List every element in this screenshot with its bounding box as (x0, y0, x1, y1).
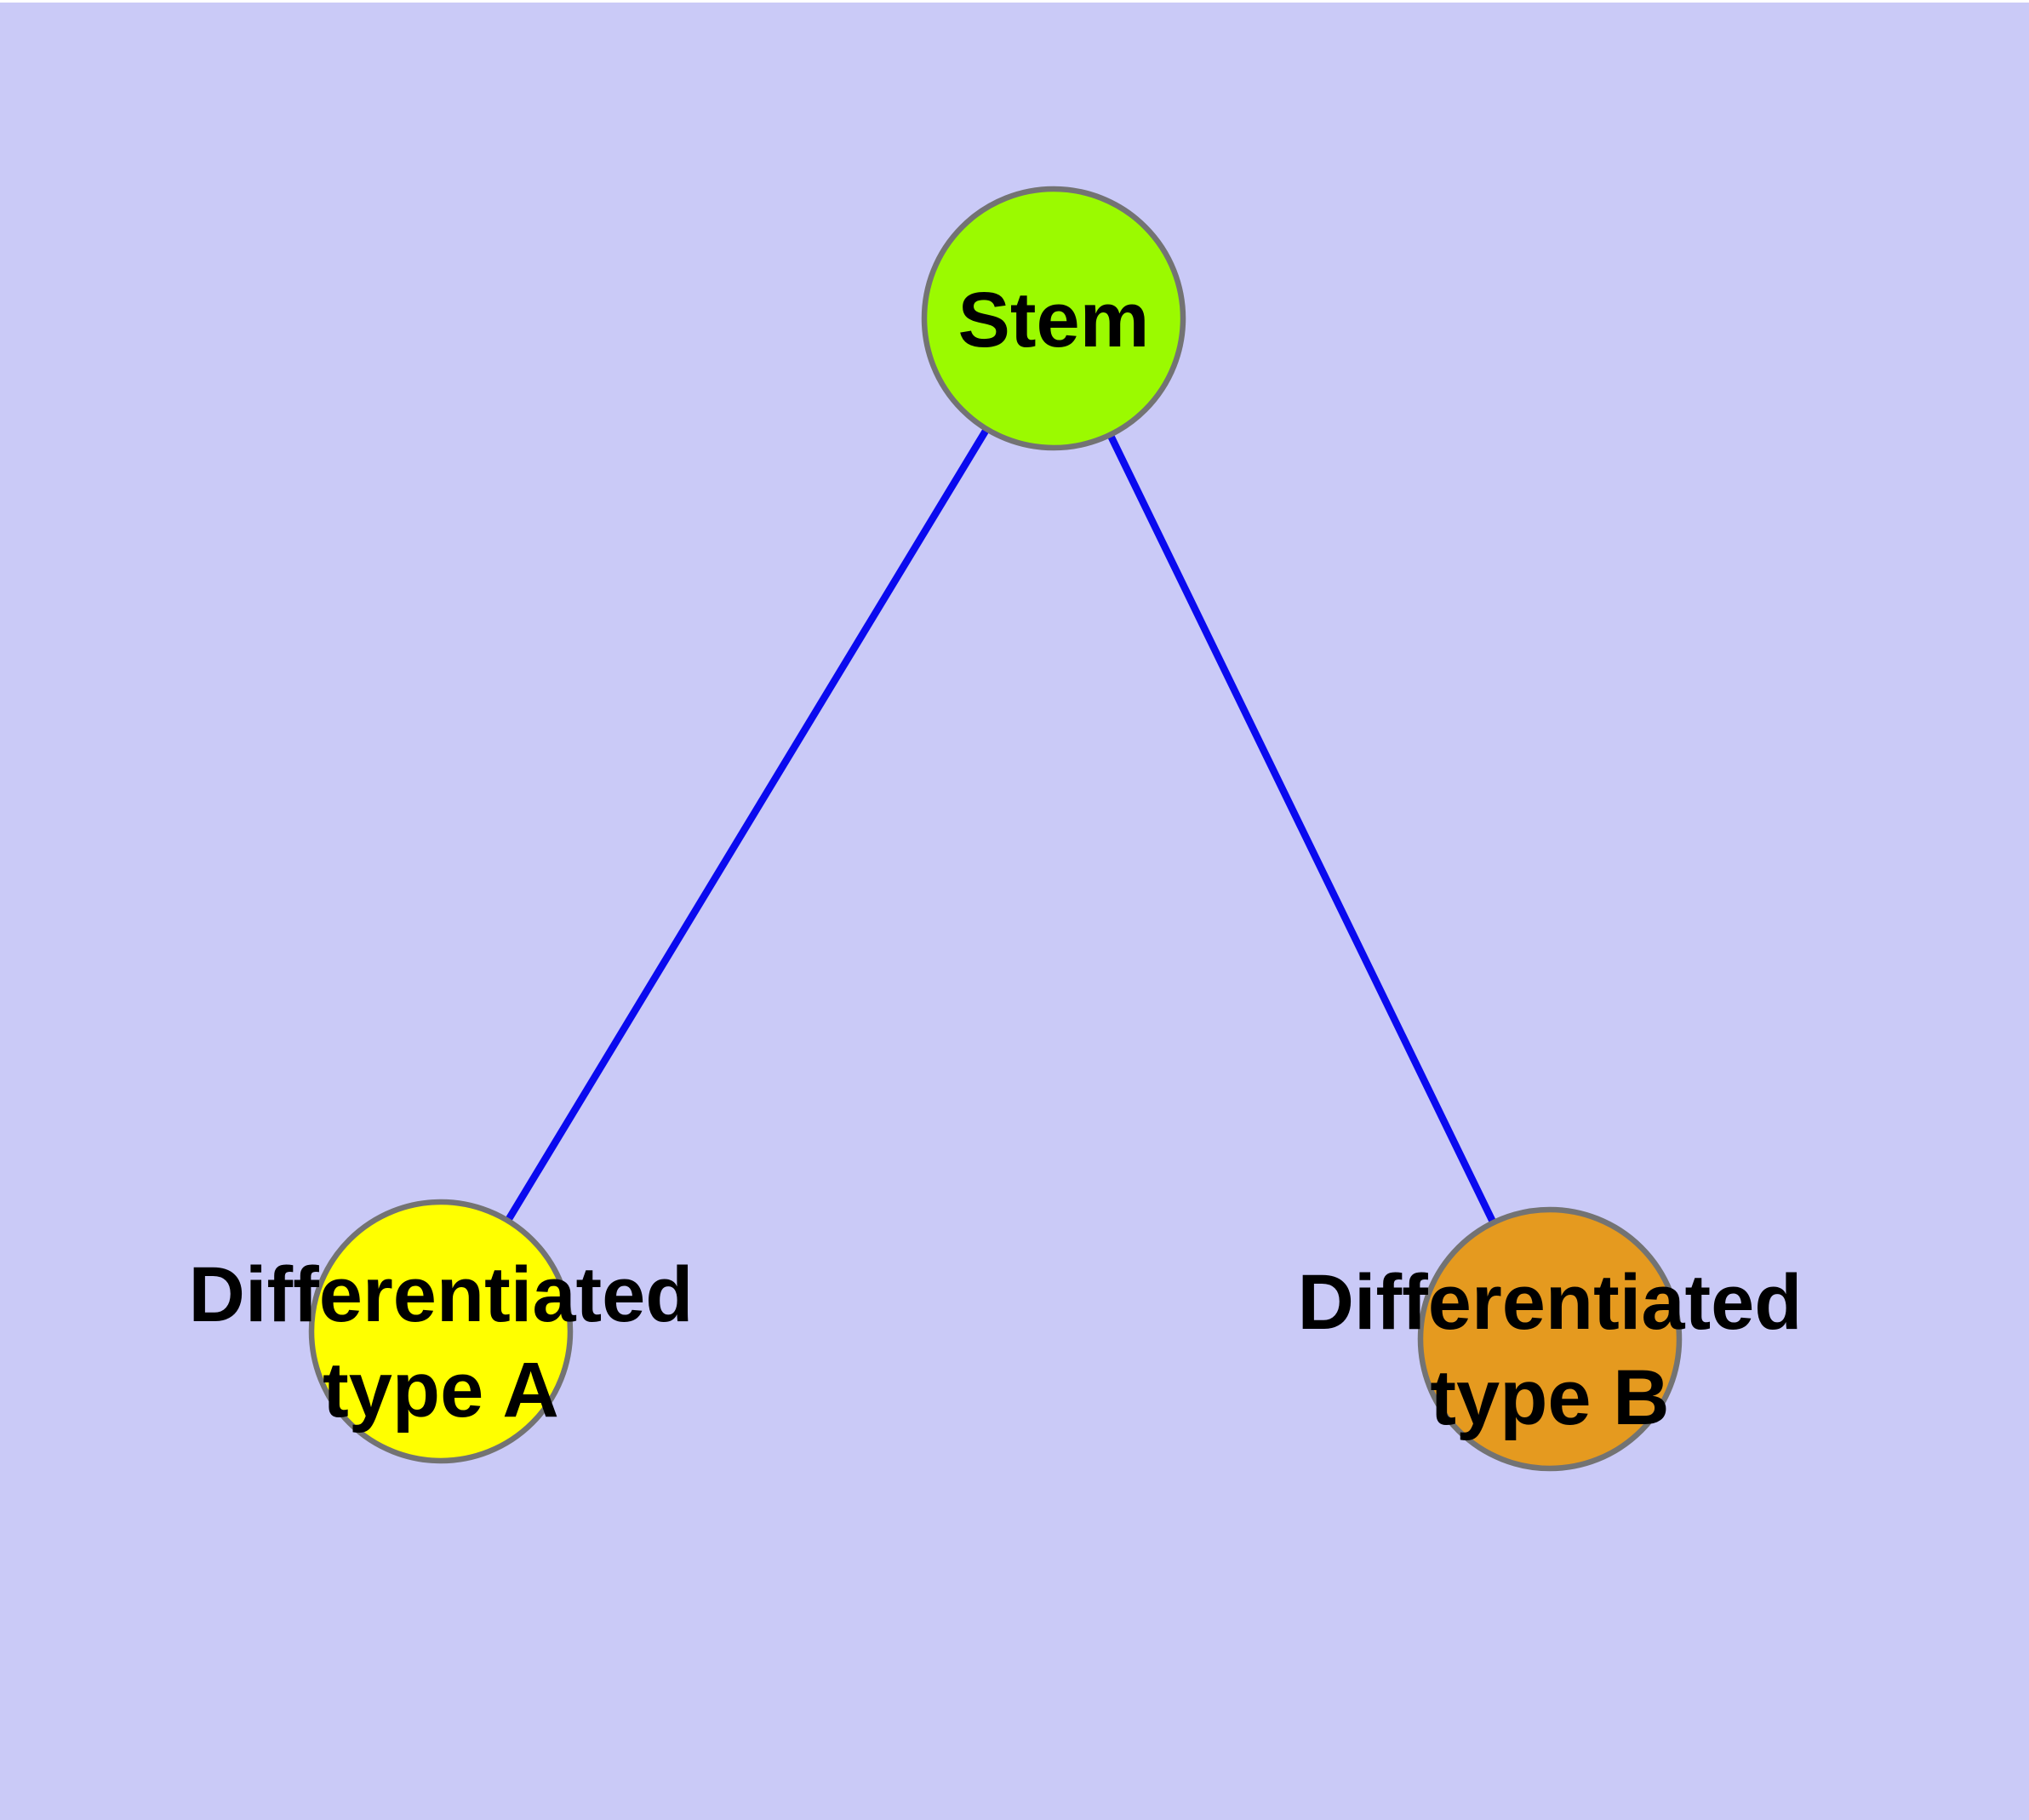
edges-layer (437, 316, 1553, 1341)
graph-node-label-diff-a-line2: type A (323, 1347, 559, 1434)
graph-edge-stem-diff-a (437, 316, 1057, 1334)
graph-node-label-diff-b-line1: Differentiated (1298, 1259, 1803, 1346)
graph-node-diff-a (308, 1199, 574, 1464)
graph-node-label-stem-line1: Stem (958, 277, 1150, 363)
graph-node-label-diff-b-line2: type B (1430, 1354, 1669, 1441)
graph-node-stem (921, 186, 1186, 451)
graph-node-label-diff-a-line1: Differentiated (189, 1251, 694, 1338)
nodes-layer (308, 186, 1683, 1472)
graph-edge-stem-diff-b (1050, 317, 1553, 1341)
graph-node-diff-b (1417, 1206, 1683, 1472)
